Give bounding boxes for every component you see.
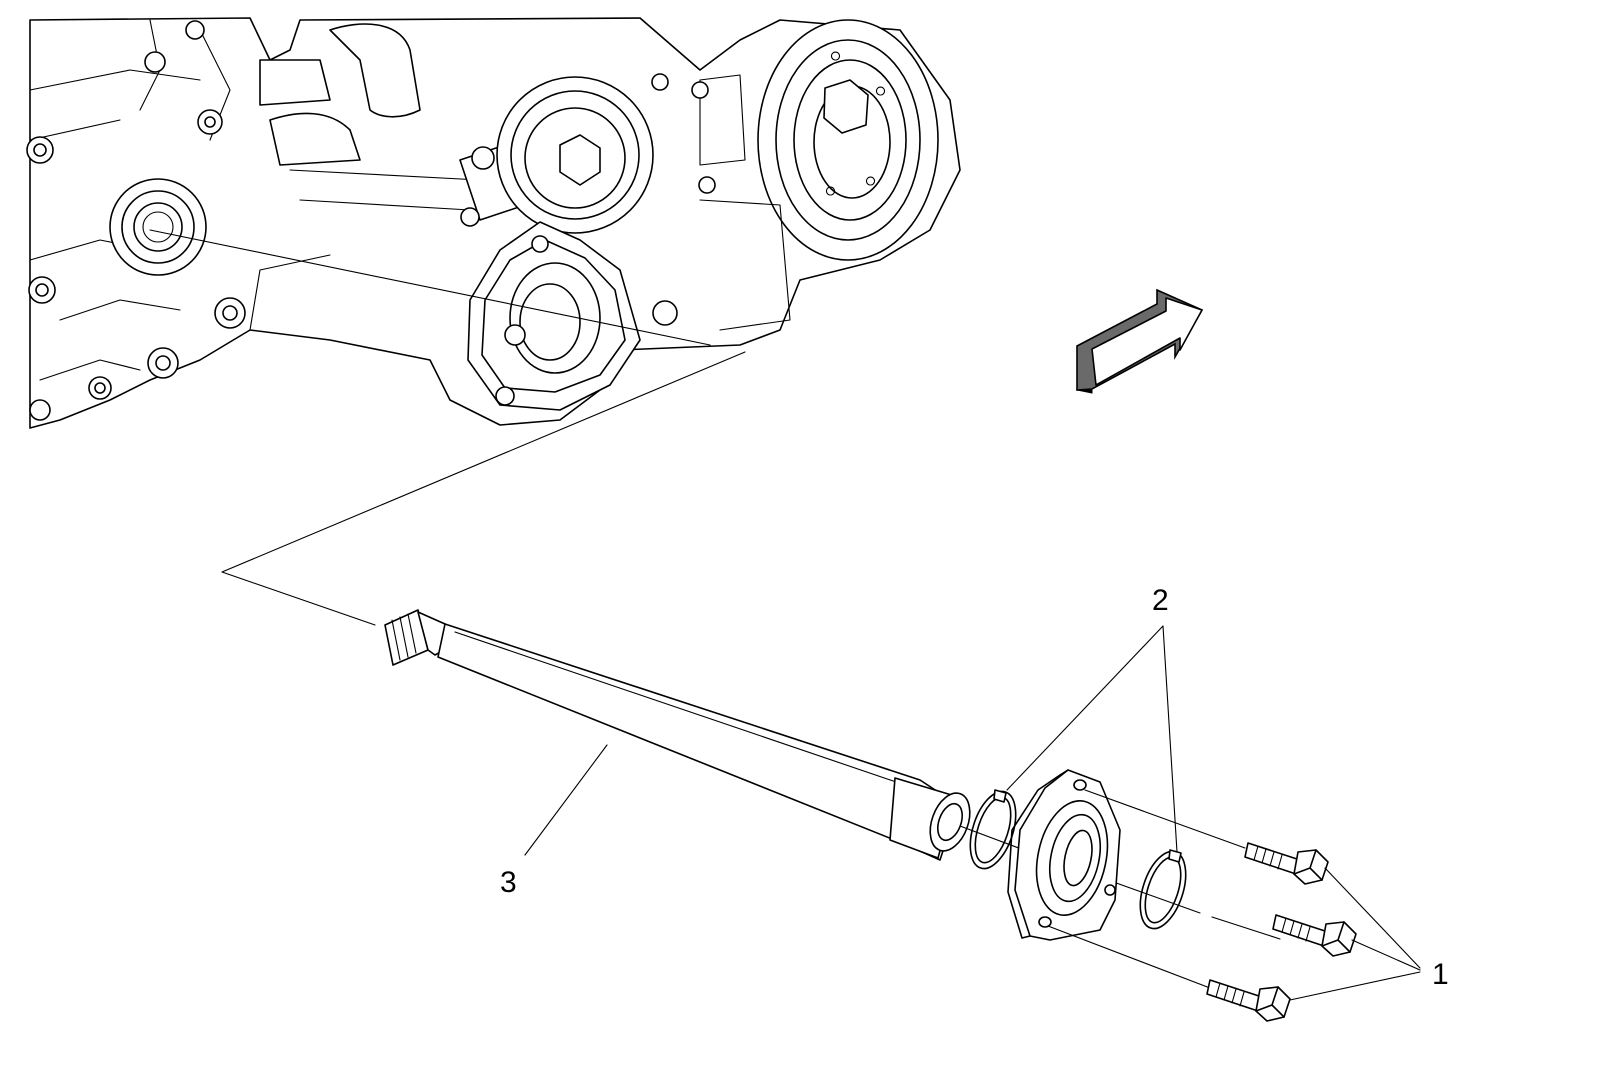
bearing-support-bracket: [1007, 769, 1121, 941]
front-direction-arrow-icon: [1076, 288, 1204, 394]
installation-guide-line: [221, 351, 746, 626]
bolt-bottom: [1206, 979, 1291, 1022]
snap-ring-inner: [969, 789, 1017, 870]
snap-ring-outer: [1139, 849, 1187, 930]
bolt-guide-line-top: [1084, 789, 1246, 849]
bolt-guide-line-bottom: [1047, 925, 1211, 989]
bolt-middle: [1272, 914, 1357, 957]
intermediate-shaft: [384, 609, 971, 861]
callout-label-1: 1: [1432, 958, 1449, 991]
callout-leaders: [524, 625, 1421, 1001]
engine-transaxle-assembly: [26, 17, 961, 429]
callout-label-2: 2: [1152, 584, 1169, 617]
bolt-top: [1244, 842, 1329, 885]
callout-label-3: 3: [500, 866, 517, 899]
